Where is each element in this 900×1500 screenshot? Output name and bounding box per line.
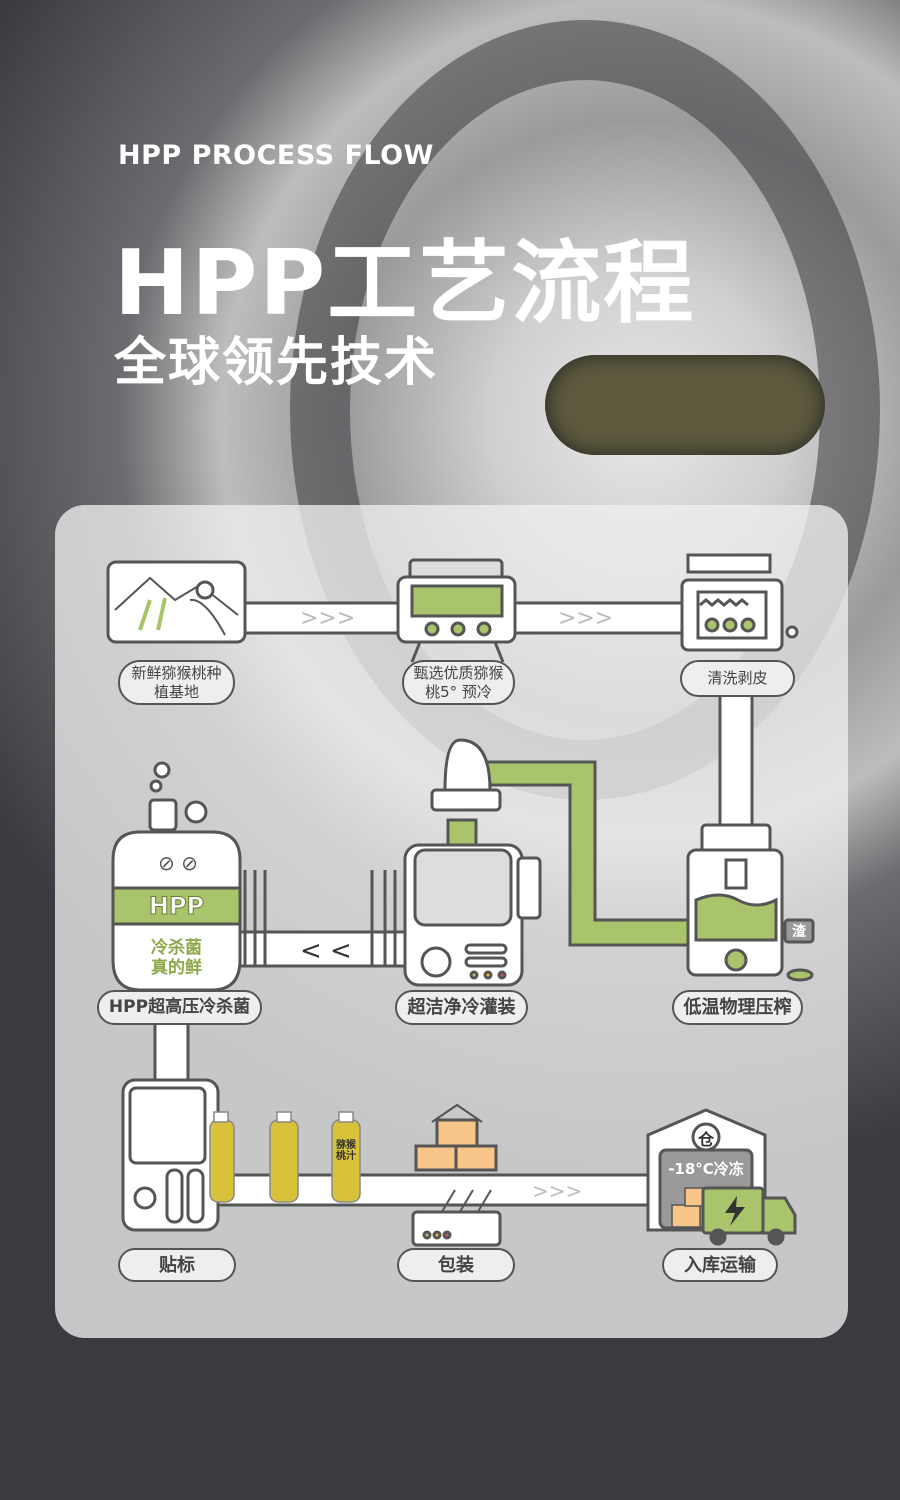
filling-machine	[370, 738, 542, 987]
farm-illustration	[106, 560, 247, 644]
packaging-machine	[411, 1189, 502, 1247]
svg-text:⊘ ⊘: ⊘ ⊘	[158, 851, 198, 875]
step-label-press: 低温物理压榨	[672, 990, 803, 1025]
page-title: HPP工艺流程	[114, 231, 696, 336]
step-label-hpp: HPP超高压冷杀菌	[97, 990, 262, 1025]
delivery-truck	[701, 1186, 797, 1246]
page-tagline: 全球领先技术	[114, 333, 439, 393]
step-label-labeling: 贴标	[118, 1248, 236, 1282]
step-label-planting: 新鲜猕猴桃种植基地	[118, 660, 235, 705]
sorting-machine	[396, 558, 517, 663]
arrows-icon: >>>	[300, 606, 355, 631]
pipe-vertical	[718, 693, 754, 829]
hpp-slogan-1: 冷杀菌	[151, 938, 202, 958]
step-label-filling: 超洁净冷灌装	[395, 990, 528, 1025]
arrows-icon: >>>	[532, 1179, 582, 1203]
step-label-storage: 入库运输	[662, 1248, 778, 1282]
arrows-icon: >>>	[558, 606, 613, 631]
step-label-wash: 清洗剥皮	[680, 660, 795, 697]
header-subtitle: HPP PROCESS FLOW	[118, 140, 434, 171]
lightning-icon	[725, 1196, 745, 1226]
step-label-precool: 甄选优质猕猴桃5° 预冷	[402, 660, 515, 705]
arrows-left-icon: < <	[300, 936, 352, 966]
step-label-packing: 包装	[397, 1248, 515, 1282]
packaging-boxes	[414, 1103, 498, 1172]
washing-machine	[680, 553, 799, 652]
juice-bottles	[209, 1111, 361, 1203]
hpp-band-text: HPP	[148, 892, 205, 921]
freezer-temp: -18°C冷冻	[668, 1160, 744, 1178]
machine-window	[545, 355, 825, 455]
bottle-label: 猕猴桃汁	[336, 1140, 356, 1162]
pipe-vertical	[153, 1018, 190, 1084]
press-machine	[686, 823, 815, 982]
waste-label: 渣	[792, 924, 806, 940]
hpp-slogan-2: 真的鲜	[151, 958, 202, 978]
hpp-tank: ⊘ ⊘	[111, 761, 267, 992]
labeling-machine	[121, 1078, 220, 1232]
warehouse-icon: 仓	[697, 1130, 714, 1149]
